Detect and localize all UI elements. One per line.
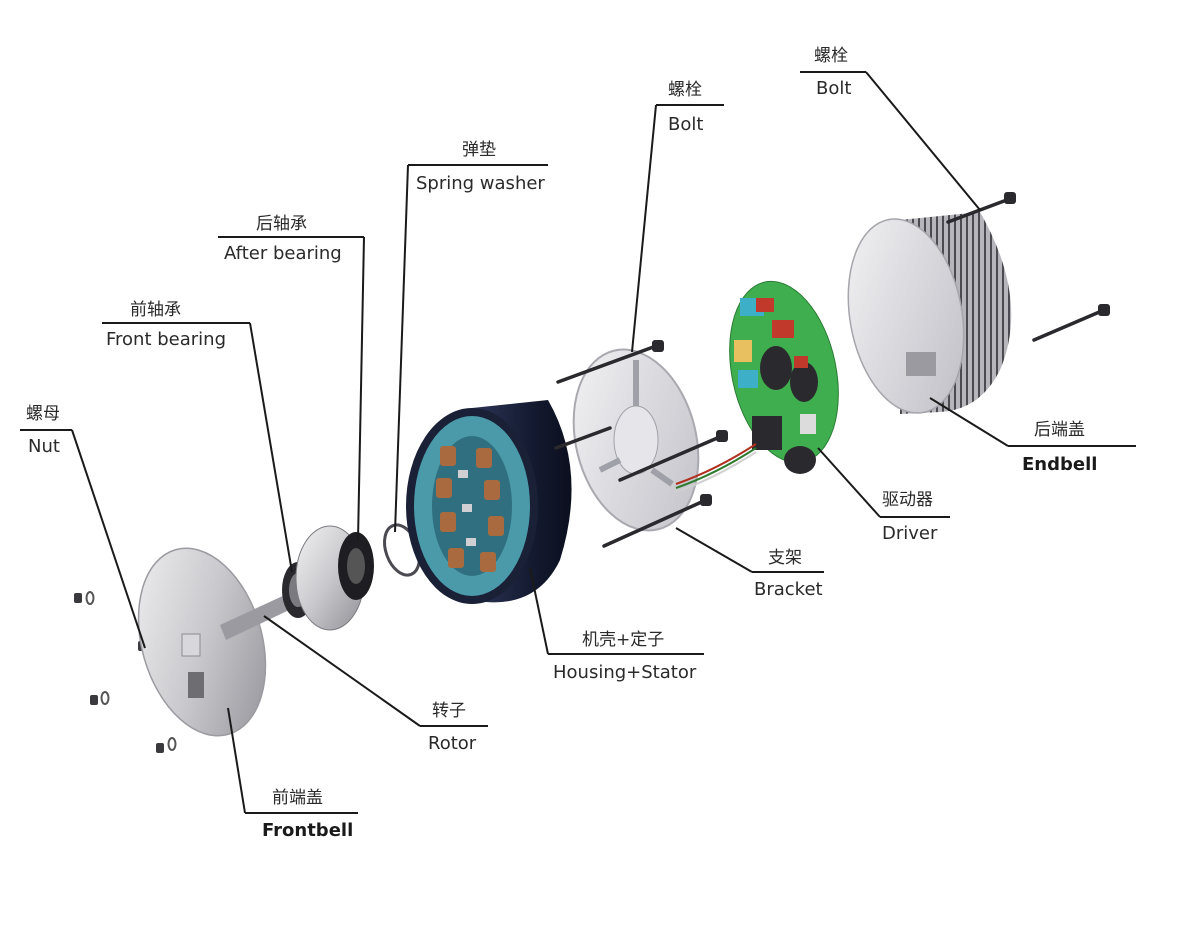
bracket-bolts	[554, 344, 724, 548]
endbell-label-en: Endbell	[1022, 454, 1098, 475]
bolt-2-label-en: Bolt	[816, 78, 852, 99]
after-bearing-label-en: After bearing	[224, 243, 342, 264]
housing-stator-label-en: Housing+Stator	[553, 662, 697, 683]
nut-label-zh: 螺母	[26, 404, 60, 424]
spring-washer-label-zh: 弹垫	[462, 140, 496, 160]
after-bearing-label-zh: 后轴承	[256, 214, 307, 234]
front-bearing-label-zh: 前轴承	[130, 300, 181, 320]
front-bearing-label-en: Front bearing	[106, 329, 227, 350]
driver-part	[729, 280, 839, 474]
frontbell-label-en: Frontbell	[262, 820, 354, 841]
bolt-1-label-en: Bolt	[668, 114, 704, 135]
driver-label-en: Driver	[882, 523, 938, 544]
rotor-part	[220, 525, 374, 640]
spring-washer-label-en: Spring washer	[416, 173, 545, 194]
bracket-label-en: Bracket	[754, 579, 823, 600]
nut-label-en: Nut	[28, 436, 60, 457]
bracket-part	[572, 348, 700, 532]
housing-stator-label-zh: 机壳+定子	[582, 630, 665, 650]
frontbell-label-zh: 前端盖	[272, 788, 323, 808]
rotor-label-en: Rotor	[428, 733, 477, 754]
rotor-label-zh: 转子	[432, 701, 466, 721]
driver-wires	[675, 443, 757, 493]
bolt-1-label-zh: 螺栓	[668, 80, 702, 100]
bolt-2-label-zh: 螺栓	[814, 46, 848, 66]
leader-lines	[20, 71, 1136, 814]
housing-stator-part	[406, 400, 572, 604]
bracket-label-zh: 支架	[768, 548, 802, 568]
frontbell-part	[137, 547, 267, 737]
endbell-label-zh: 后端盖	[1034, 420, 1085, 440]
endbell-part	[847, 212, 1012, 414]
driver-label-zh: 驱动器	[882, 490, 933, 510]
